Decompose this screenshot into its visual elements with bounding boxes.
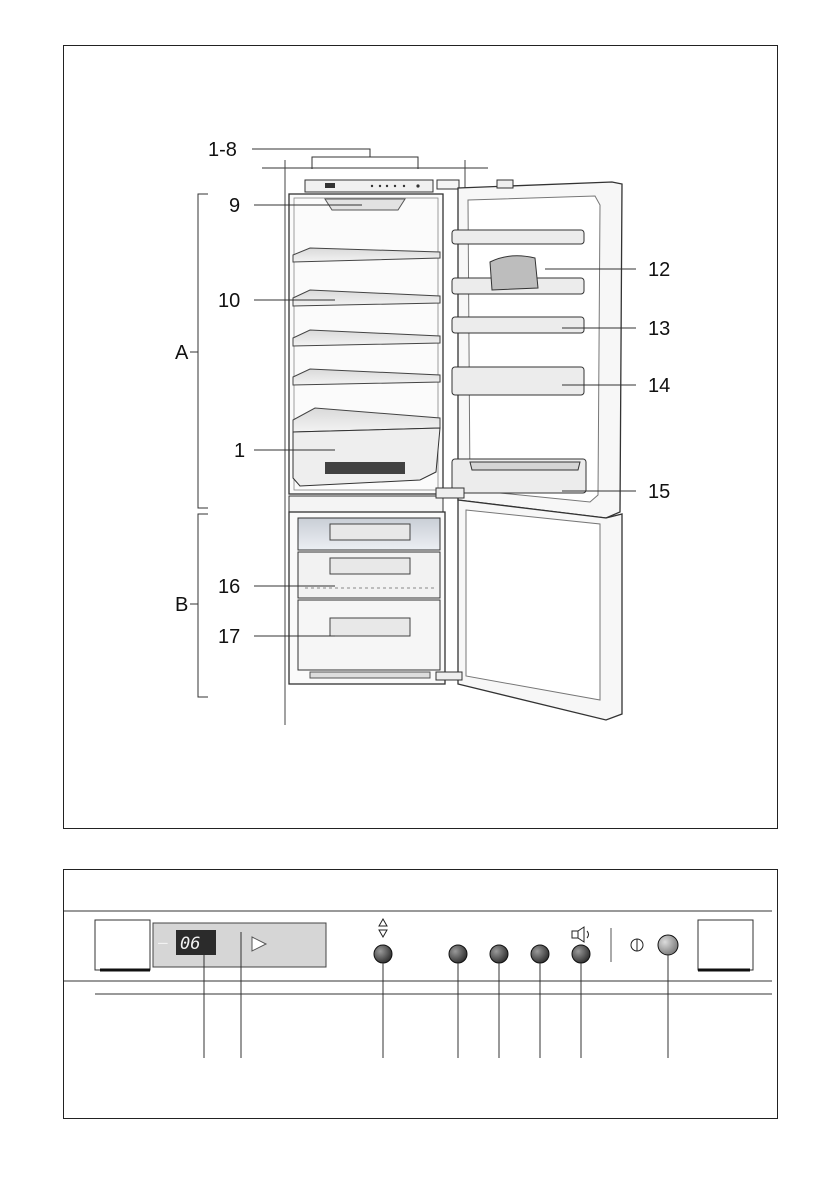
power-button[interactable] [658, 935, 678, 955]
up-down-icon [379, 919, 387, 937]
function-button-3[interactable] [531, 945, 549, 963]
display-minus: – [158, 933, 168, 952]
callout-10: 10 [218, 290, 240, 312]
alarm-off-button[interactable] [572, 945, 590, 963]
function-button-2[interactable] [490, 945, 508, 963]
panel-trim-right [698, 920, 753, 970]
callout-13: 13 [648, 318, 670, 340]
zone-b-label: B [175, 594, 188, 616]
callout-12: 12 [648, 259, 670, 281]
function-button-1[interactable] [449, 945, 467, 963]
callout-1: 1 [234, 440, 245, 462]
freezer-drawers [298, 518, 440, 670]
panel-trim-left [95, 920, 150, 970]
power-icon [631, 939, 643, 951]
vegetable-container [293, 428, 440, 486]
callout-9: 9 [229, 195, 240, 217]
callout-15: 15 [648, 481, 670, 503]
display-value: 06 [180, 934, 200, 954]
up-down-button[interactable] [374, 945, 392, 963]
callout-1-8: 1-8 [208, 139, 237, 161]
fridge-illustration [262, 160, 622, 725]
callout-14: 14 [648, 375, 670, 397]
callout-16: 16 [218, 576, 240, 598]
callout-17: 17 [218, 626, 240, 648]
zone-brackets [190, 194, 208, 697]
zone-a-label: A [175, 342, 189, 364]
alarm-off-icon [572, 927, 589, 942]
control-strip [305, 180, 433, 192]
